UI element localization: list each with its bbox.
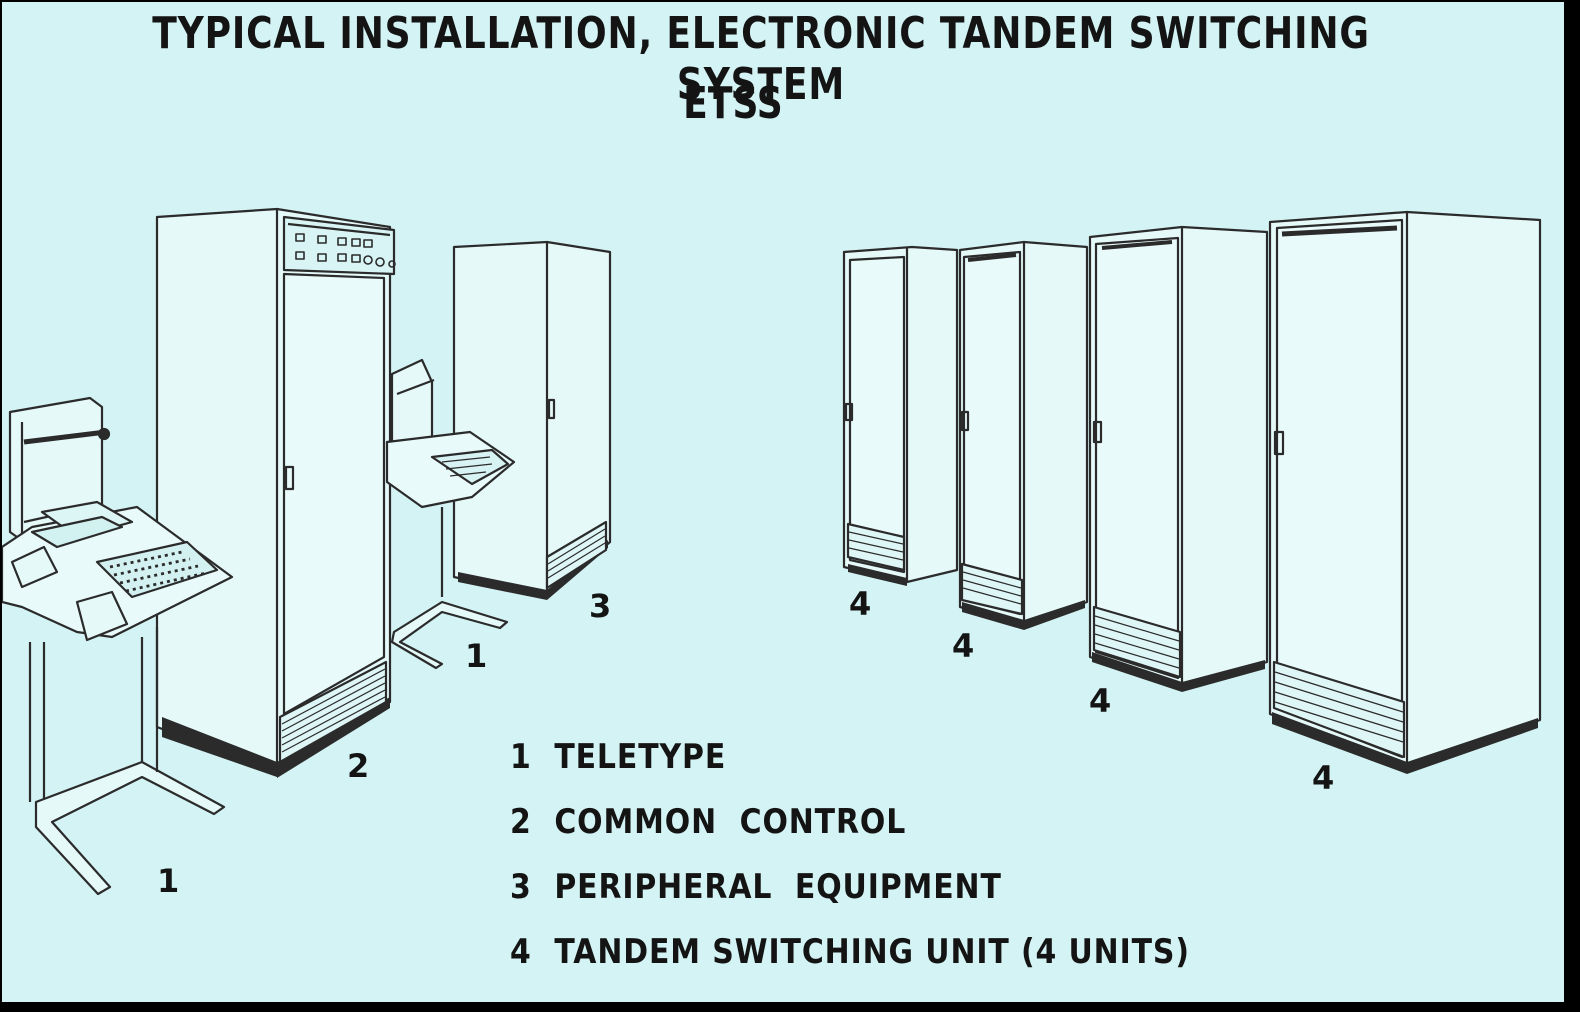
legend-text: TELETYPE [554,737,727,777]
callout-teletype-back: 1 [465,637,488,675]
legend-text: PERIPHERAL EQUIPMENT [554,867,1002,907]
diagram-canvas: TYPICAL INSTALLATION, ELECTRONIC TANDEM … [2,2,1564,1002]
tandem-unit-b [958,240,1089,630]
tandem-unit-c [1088,225,1269,692]
legend-text: TANDEM SWITCHING UNIT (4 UNITS) [554,932,1190,972]
callout-unit-c: 4 [1089,682,1112,720]
legend-number: 2 [510,802,532,842]
tandem-unit-a [842,245,959,586]
callout-peripheral: 3 [589,587,612,625]
callout-teletype-front: 1 [157,862,180,900]
legend-item-2: 2 COMMON CONTROL [510,802,906,842]
callout-unit-b: 4 [952,627,975,665]
legend-item-4: 4 TANDEM SWITCHING UNIT (4 UNITS) [510,932,1190,972]
title-line-2: ETSS [683,78,783,129]
peripheral-cabinet [452,240,612,600]
legend-number: 4 [510,932,532,972]
callout-common-control: 2 [347,747,370,785]
legend-number: 1 [510,737,532,777]
legend-number: 3 [510,867,532,907]
teletype-front [2,396,234,896]
tandem-unit-d [1268,210,1542,774]
teletype-back [385,358,516,670]
legend-item-3: 3 PERIPHERAL EQUIPMENT [510,867,1002,907]
common-control-cabinet [155,207,396,778]
callout-unit-d: 4 [1312,759,1335,797]
legend-item-1: 1 TELETYPE [510,737,726,777]
title-line-1: TYPICAL INSTALLATION, ELECTRONIC TANDEM … [152,8,1370,110]
legend-text: COMMON CONTROL [554,802,907,842]
callout-unit-a: 4 [849,585,872,623]
equipment-drawing [2,207,1542,896]
